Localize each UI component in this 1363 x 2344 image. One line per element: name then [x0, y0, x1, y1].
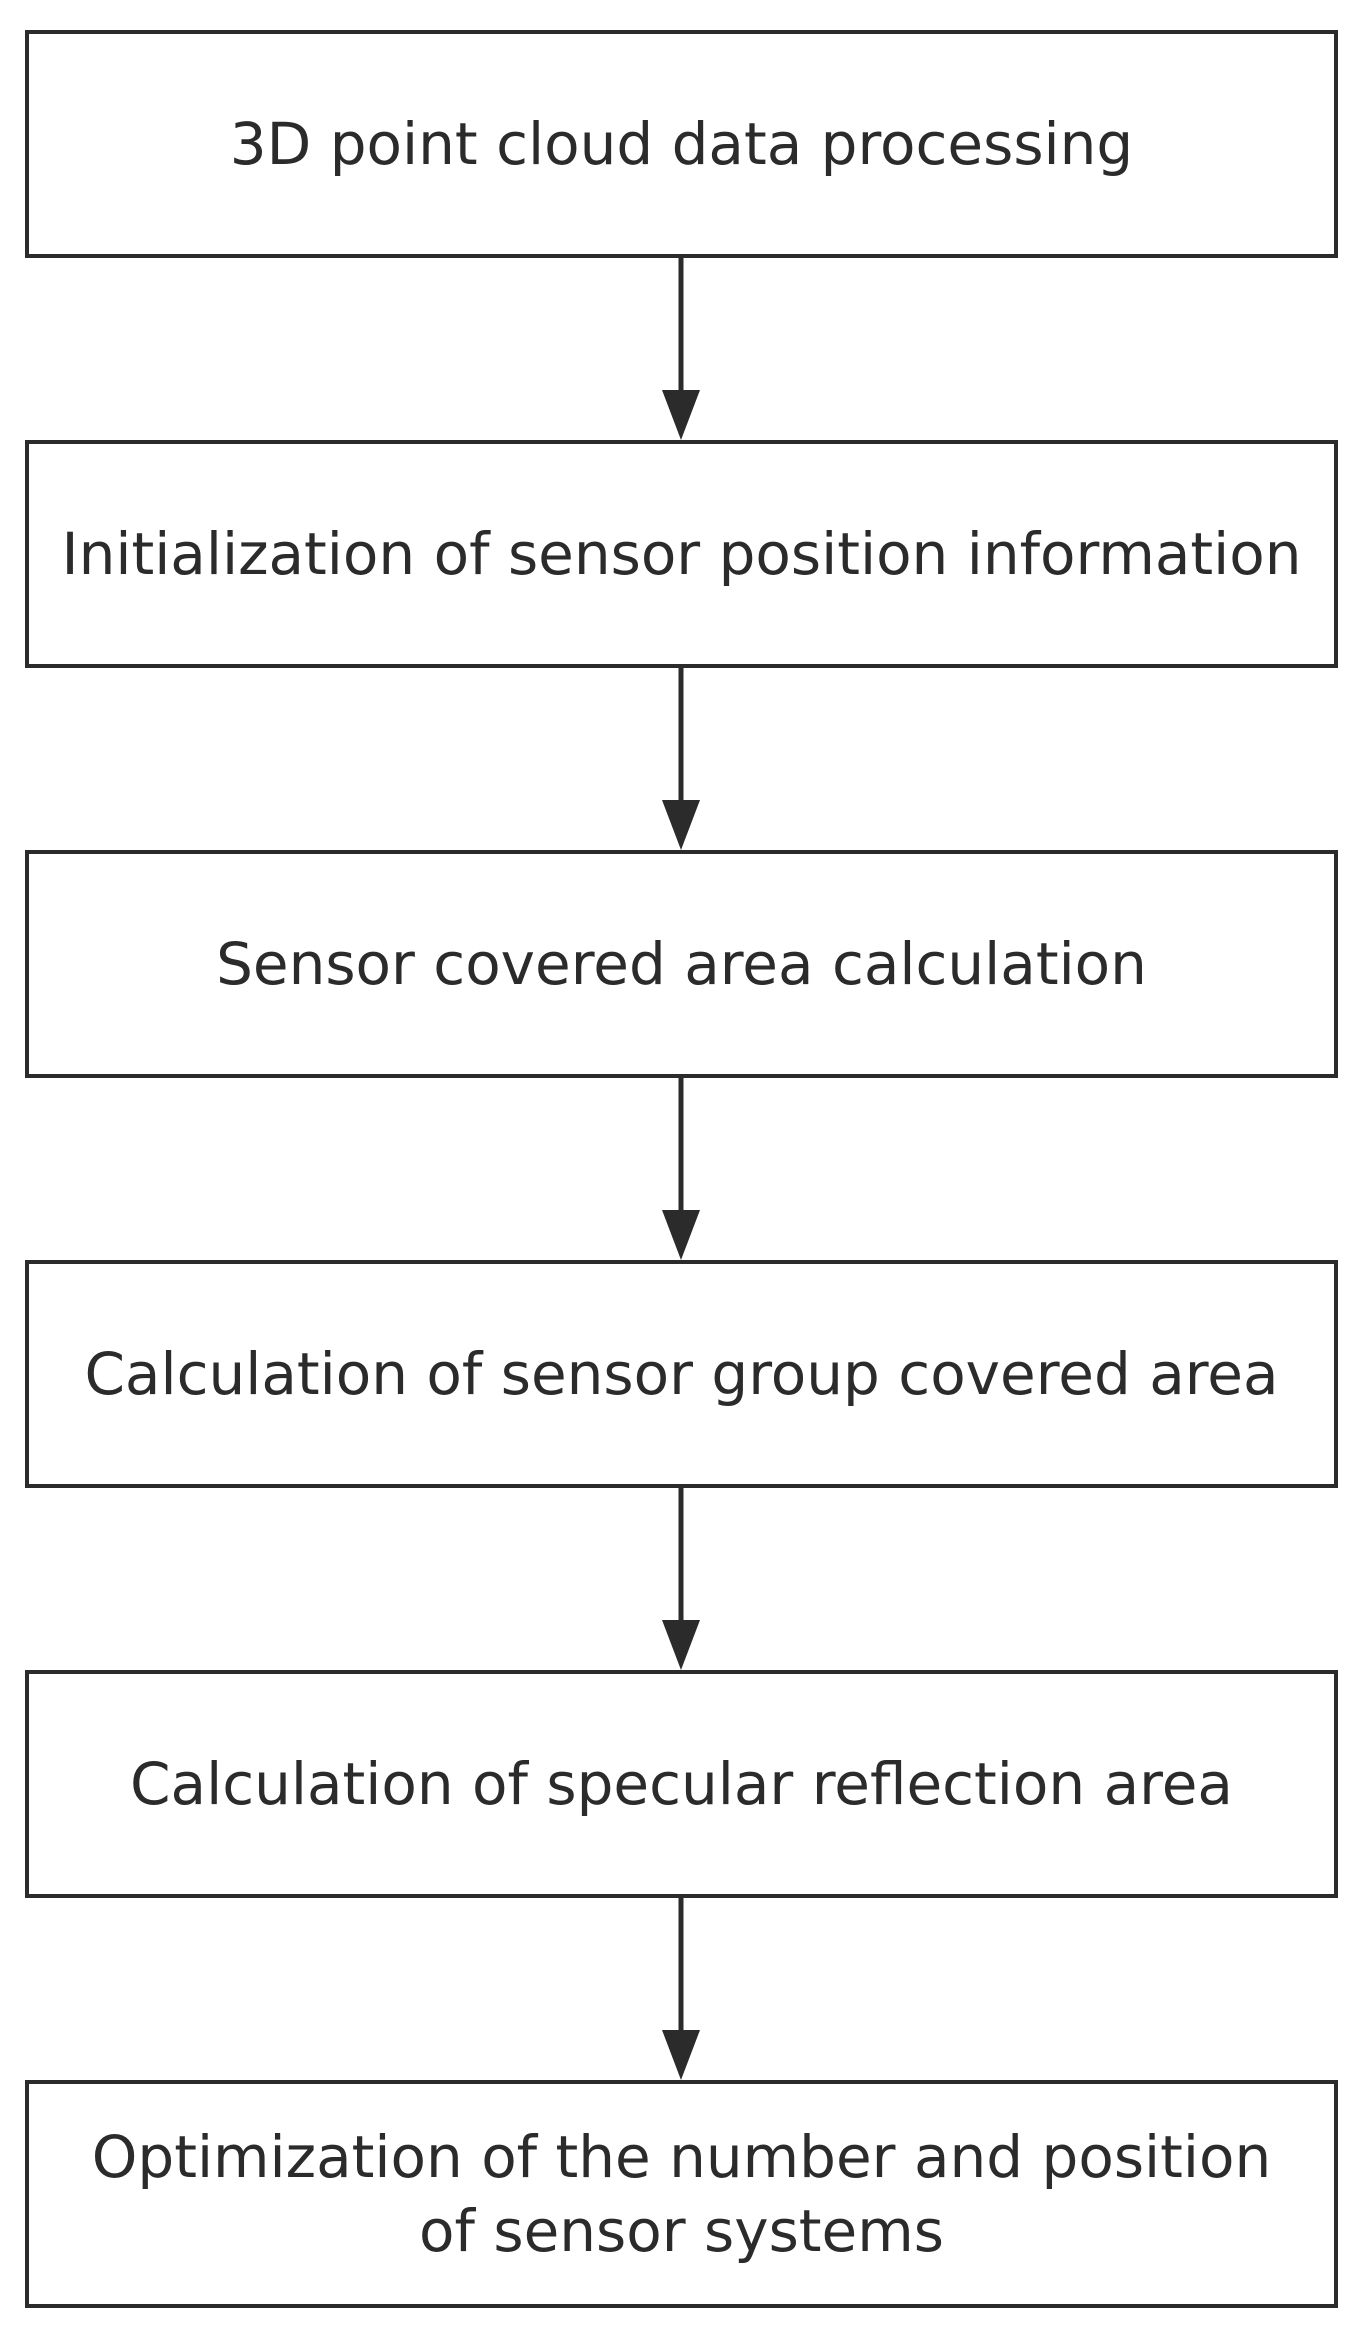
arrow-2-to-3	[662, 668, 700, 850]
step-box-sensor-position-init: Initialization of sensor position inform…	[25, 440, 1338, 668]
step-label: Calculation of sensor group covered area	[84, 1340, 1279, 1408]
step-label: Initialization of sensor position inform…	[61, 520, 1302, 588]
step-label: Optimization of the number and position …	[91, 2123, 1272, 2265]
step-label: Calculation of specular reflection area	[130, 1750, 1233, 1818]
arrow-3-to-4	[662, 1078, 700, 1260]
step-box-sensor-group-covered-area: Calculation of sensor group covered area	[25, 1260, 1338, 1488]
arrow-1-to-2	[662, 258, 700, 440]
step-box-sensor-optimization: Optimization of the number and position …	[25, 2080, 1338, 2308]
step-box-point-cloud-processing: 3D point cloud data processing	[25, 30, 1338, 258]
step-label: 3D point cloud data processing	[229, 110, 1134, 178]
arrow-4-to-5	[662, 1488, 700, 1670]
step-box-specular-reflection-area: Calculation of specular reflection area	[25, 1670, 1338, 1898]
step-box-sensor-covered-area: Sensor covered area calculation	[25, 850, 1338, 1078]
arrow-5-to-6	[662, 1898, 700, 2080]
step-label: Sensor covered area calculation	[216, 930, 1147, 998]
